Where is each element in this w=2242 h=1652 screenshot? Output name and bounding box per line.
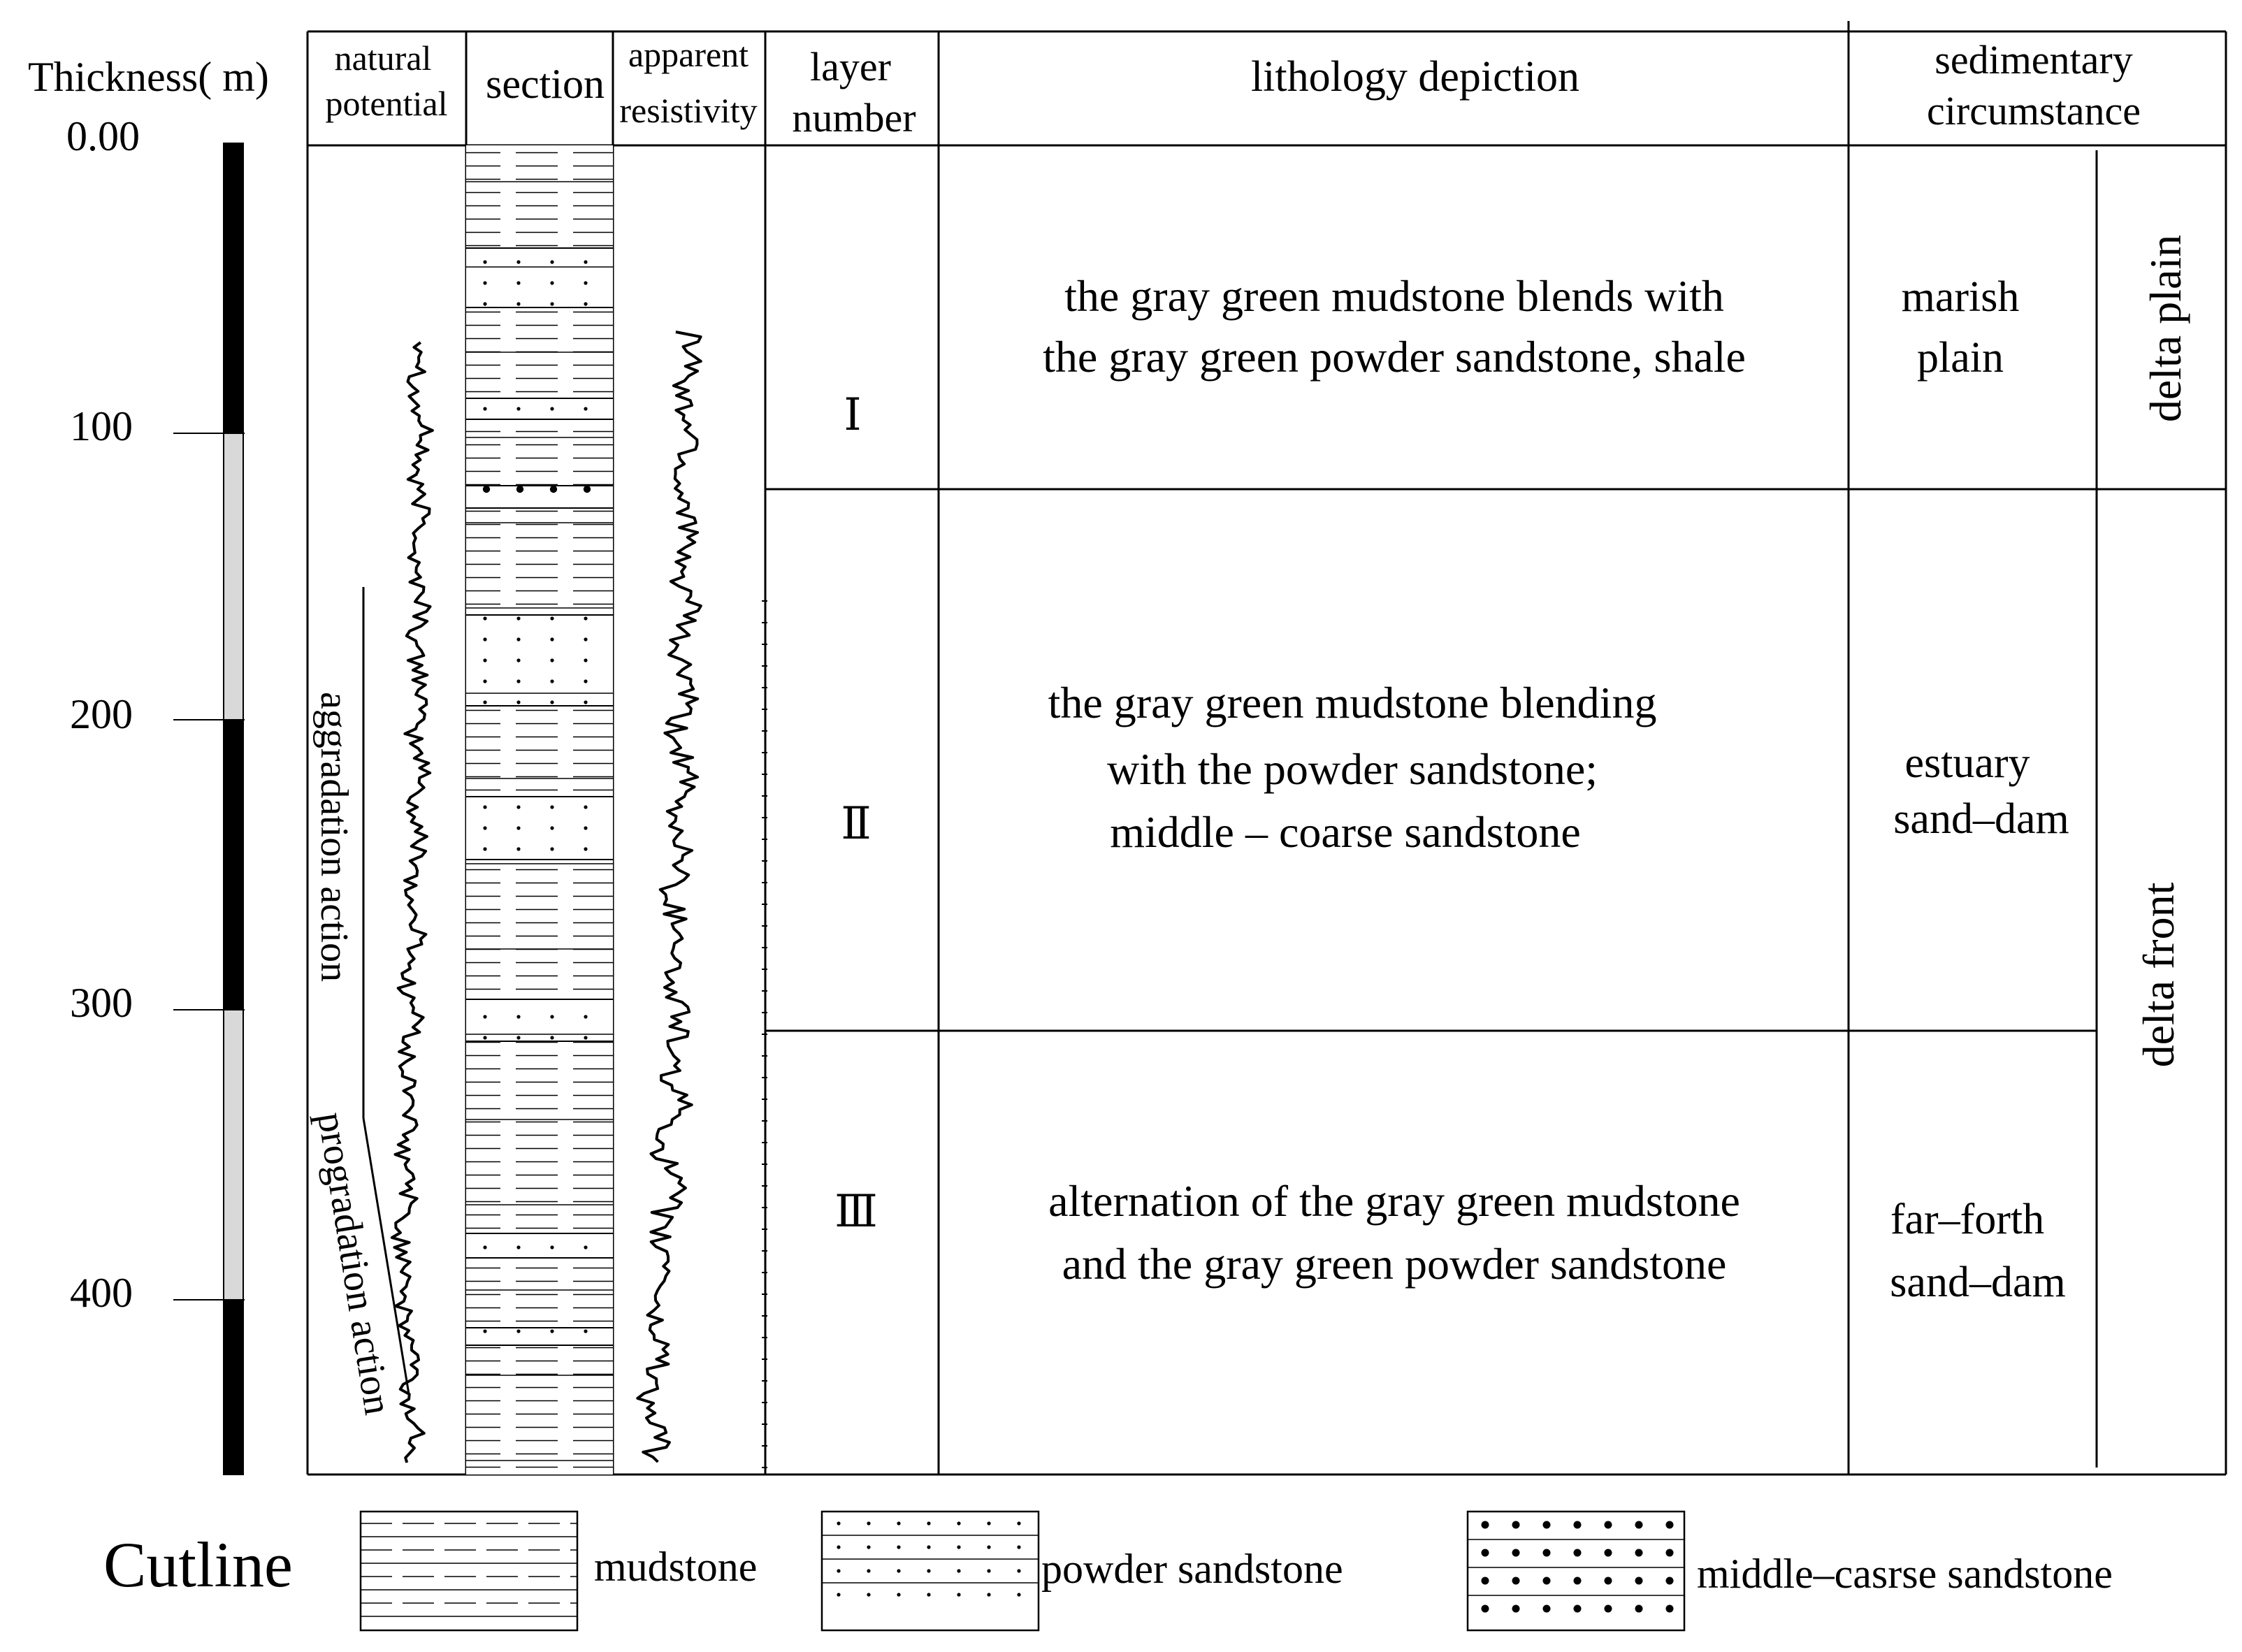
thickness-tick-label: 300 — [70, 980, 133, 1026]
circumstance-text: marish — [1902, 273, 2020, 321]
legend-label-powder-sandstone: powder sandstone — [1041, 1546, 1343, 1592]
circumstance-text: far–forth — [1890, 1196, 2044, 1243]
lithology-text: and the gray green powder sandstone — [1062, 1239, 1727, 1289]
header-layer-number: layer — [810, 44, 891, 89]
circumstance-text: estuary — [1904, 739, 2030, 787]
natural-potential-log-curve — [390, 341, 434, 1463]
legend-swatch-powder-sandstone — [820, 1510, 1040, 1632]
layer-row-2: Ⅱ the gray green mudstone blending with … — [841, 678, 2069, 857]
progradation-label: progradation action — [309, 1109, 400, 1417]
header-sedimentary: circumstance — [1927, 88, 2141, 133]
thickness-axis-label: Thickness( m) — [28, 54, 269, 100]
header-layer-number: number — [792, 95, 916, 140]
trend-annotations: aggradation action progradation action — [309, 587, 410, 1418]
scale-segment-4 — [223, 719, 244, 1010]
header-sedimentary: sedimentary — [1934, 37, 2132, 82]
lithology-text: the gray green powder sandstone, shale — [1043, 332, 1746, 382]
legend-swatch-mudstone — [359, 1510, 579, 1632]
circumstance-text: sand–dam — [1893, 795, 2069, 843]
layer-number: Ⅲ — [834, 1187, 878, 1236]
layer-number: Ⅰ — [844, 390, 861, 440]
thickness-scale: Thickness( m) 0.00 100 200 300 400 — [28, 54, 269, 1475]
legend-label-middle-coarse-sandstone: middle–casrse sandstone — [1697, 1551, 2113, 1597]
layer-number: Ⅱ — [841, 799, 872, 848]
apparent-resistivity-log-curve — [636, 331, 702, 1463]
legend: Cutline mudstone powder sandstone middle… — [103, 1510, 2113, 1632]
header-natural-potential: natural — [335, 38, 432, 78]
facies-delta-plain: delta plain — [2141, 235, 2190, 422]
scale-segment-5 — [223, 1009, 244, 1300]
header-apparent-resistivity: resistivity — [619, 91, 757, 130]
scale-segment-1 — [223, 143, 244, 312]
section-lithology-column — [466, 145, 613, 1475]
column-headers: natural potential section apparent resis… — [326, 35, 2141, 140]
progradation-line — [362, 1117, 410, 1395]
legend-swatch-middle-coarse-sandstone — [1466, 1510, 1686, 1632]
lithology-text: alternation of the gray green mudstone — [1048, 1176, 1740, 1226]
facies-delta-front: delta front — [2134, 882, 2183, 1067]
thickness-tick-label: 0.00 — [66, 113, 140, 159]
layer-row-1: Ⅰ the gray green mudstone blends with th… — [844, 271, 2019, 440]
aggradation-label: aggradation action — [312, 692, 356, 982]
scale-segment-6 — [223, 1299, 244, 1475]
resistivity-depth-ticks — [762, 600, 767, 1468]
lithology-text: the gray green mudstone blends with — [1064, 271, 1724, 321]
header-apparent-resistivity: apparent — [628, 35, 748, 74]
circumstance-text: sand–dam — [1890, 1259, 2065, 1306]
circumstance-text: plain — [1917, 334, 2004, 382]
thickness-tick-label: 100 — [70, 403, 133, 449]
header-lithology: lithology depiction — [1251, 53, 1579, 101]
lithology-text: middle – coarse sandstone — [1110, 807, 1581, 857]
header-section: section — [486, 61, 605, 107]
thickness-tick-label: 400 — [70, 1270, 133, 1316]
legend-title: Cutline — [103, 1529, 293, 1600]
legend-label-mudstone: mudstone — [594, 1544, 757, 1590]
scale-segment-2 — [223, 310, 244, 434]
lithology-text: the gray green mudstone blending — [1048, 678, 1657, 727]
table-frame — [306, 21, 2227, 1476]
thickness-tick-label: 200 — [70, 691, 133, 737]
header-natural-potential: potential — [326, 84, 448, 123]
scale-segment-3 — [223, 433, 244, 720]
layer-row-3: Ⅲ alternation of the gray green mudstone… — [834, 1176, 2066, 1306]
lithology-text: with the powder sandstone; — [1107, 744, 1598, 794]
